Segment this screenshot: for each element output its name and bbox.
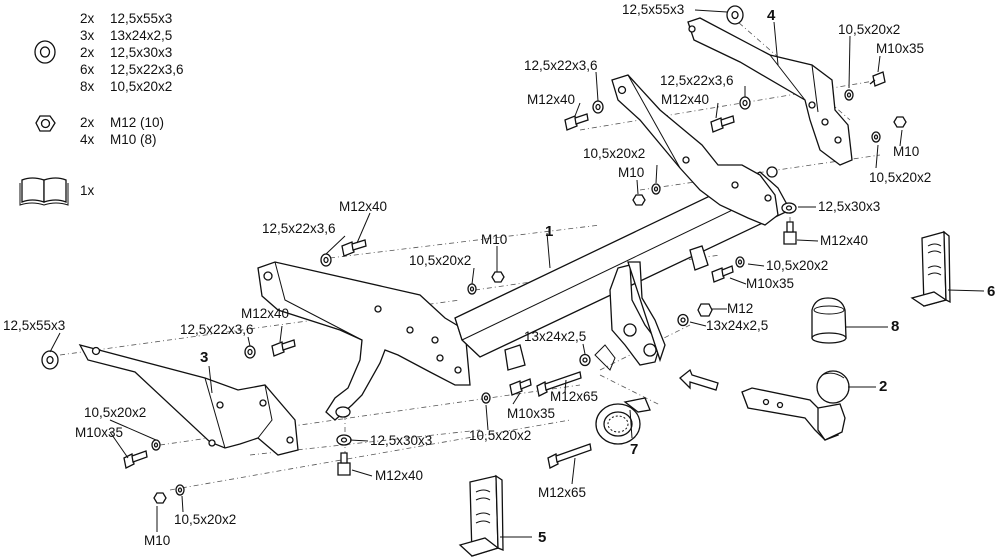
- hardware-label: M12x40: [241, 306, 290, 321]
- legend-size: 10,5x20x2: [110, 79, 173, 94]
- washer-icon: [34, 40, 56, 64]
- legend-qty: 2x: [80, 11, 95, 26]
- legend-size: 12,5x55x3: [110, 11, 173, 26]
- reinforcement-plate-6: [910, 230, 951, 307]
- hardware-label: M12x40: [661, 92, 710, 107]
- hardware-label: 10,5x20x2: [174, 512, 237, 527]
- hardware-label: 10,5x20x2: [469, 428, 532, 443]
- hardware-label: 10,5x20x2: [84, 405, 147, 420]
- legend-qty: 8x: [80, 79, 95, 94]
- hardware-label: M10: [618, 165, 645, 180]
- electrical-socket-plate: [595, 397, 651, 445]
- nut-parts: [153, 116, 907, 504]
- hardware-label: 13x24x2,5: [524, 329, 587, 344]
- hardware-label: 12,5x30x3: [818, 199, 881, 214]
- legend-nut-row: 2x M12 (10): [80, 116, 164, 130]
- legend-size: M10 (8): [110, 132, 157, 147]
- main-crossbar: [257, 74, 791, 421]
- part-number-2: 2: [879, 378, 888, 395]
- hardware-label: 10,5x20x2: [766, 258, 829, 273]
- hardware-label: 12,5x30x3: [370, 433, 433, 448]
- legend-washer-row: 6x 12,5x22x3,6: [80, 63, 184, 77]
- hardware-label: M12x40: [820, 233, 869, 248]
- legend-washer-row: 2x 12,5x30x3: [80, 46, 172, 60]
- nut-icon: [35, 115, 56, 132]
- hardware-label: 12,5x22x3,6: [524, 58, 598, 73]
- hardware-label: M10x35: [75, 425, 124, 440]
- legend-qty: 4x: [80, 132, 95, 147]
- tow-ball-neck: [741, 370, 850, 441]
- legend-size: M12 (10): [110, 115, 165, 130]
- legend-qty: 2x: [80, 115, 95, 130]
- part-number-4: 4: [767, 7, 776, 24]
- part-number-8: 8: [891, 318, 900, 335]
- hardware-label: 12,5x22x3,6: [262, 221, 336, 236]
- part-number-7: 7: [630, 441, 639, 458]
- hardware-label: M10: [144, 533, 171, 548]
- hardware-label: M12: [727, 301, 754, 316]
- bolt-parts: [123, 71, 886, 476]
- hardware-label: 10,5x20x2: [409, 253, 472, 268]
- left-side-bracket: [78, 343, 299, 456]
- legend-size: 13x24x2,5: [110, 28, 173, 43]
- leader-lines: [49, 9, 985, 538]
- legend-qty: 2x: [80, 45, 95, 60]
- hardware-label: 13x24x2,5: [706, 318, 769, 333]
- right-side-bracket: [687, 17, 853, 166]
- part-number-6: 6: [987, 283, 996, 300]
- legend-qty: 3x: [80, 28, 95, 43]
- hardware-label: M12x40: [527, 92, 576, 107]
- hardware-label: M10x35: [876, 41, 925, 56]
- tow-ball-cap: [811, 297, 847, 344]
- reinforcement-plate-5: [458, 474, 504, 557]
- legend-size: 12,5x30x3: [110, 45, 173, 60]
- hardware-label: M10: [481, 232, 508, 247]
- hardware-label: 12,5x55x3: [622, 2, 685, 17]
- hardware-label: M10: [893, 144, 920, 159]
- hardware-label: 10,5x20x2: [583, 146, 646, 161]
- hardware-label: M12x40: [375, 468, 424, 483]
- hardware-label: 12,5x22x3,6: [180, 322, 254, 337]
- legend-washer-row: 2x 12,5x55x3: [80, 12, 172, 26]
- manual-book-icon: [19, 177, 69, 206]
- hardware-label: M10x35: [507, 406, 556, 421]
- legend-manual-row: 1x: [80, 184, 94, 198]
- legend-washer-row: 3x 13x24x2,5: [80, 29, 172, 43]
- legend-nut-row: 4x M10 (8): [80, 133, 157, 147]
- part-number-5: 5: [538, 529, 547, 546]
- hardware-label: 10,5x20x2: [838, 22, 901, 37]
- assembly-direction-arrow: [679, 368, 719, 391]
- hardware-label: 10,5x20x2: [869, 170, 932, 185]
- hardware-label: 12,5x22x3,6: [660, 73, 734, 88]
- legend-qty: 6x: [80, 62, 95, 77]
- legend-qty: 1x: [80, 183, 95, 198]
- hardware-label: M10x35: [746, 276, 795, 291]
- part-number-3: 3: [200, 349, 209, 366]
- part-number-1: 1: [545, 223, 554, 240]
- hardware-label: 12,5x55x3: [3, 318, 66, 333]
- hardware-label: M12x40: [339, 199, 388, 214]
- hardware-label: M12x65: [538, 485, 587, 500]
- hardware-label: M12x65: [550, 389, 599, 404]
- legend-size: 12,5x22x3,6: [110, 62, 184, 77]
- legend-washer-row: 8x 10,5x20x2: [80, 80, 172, 94]
